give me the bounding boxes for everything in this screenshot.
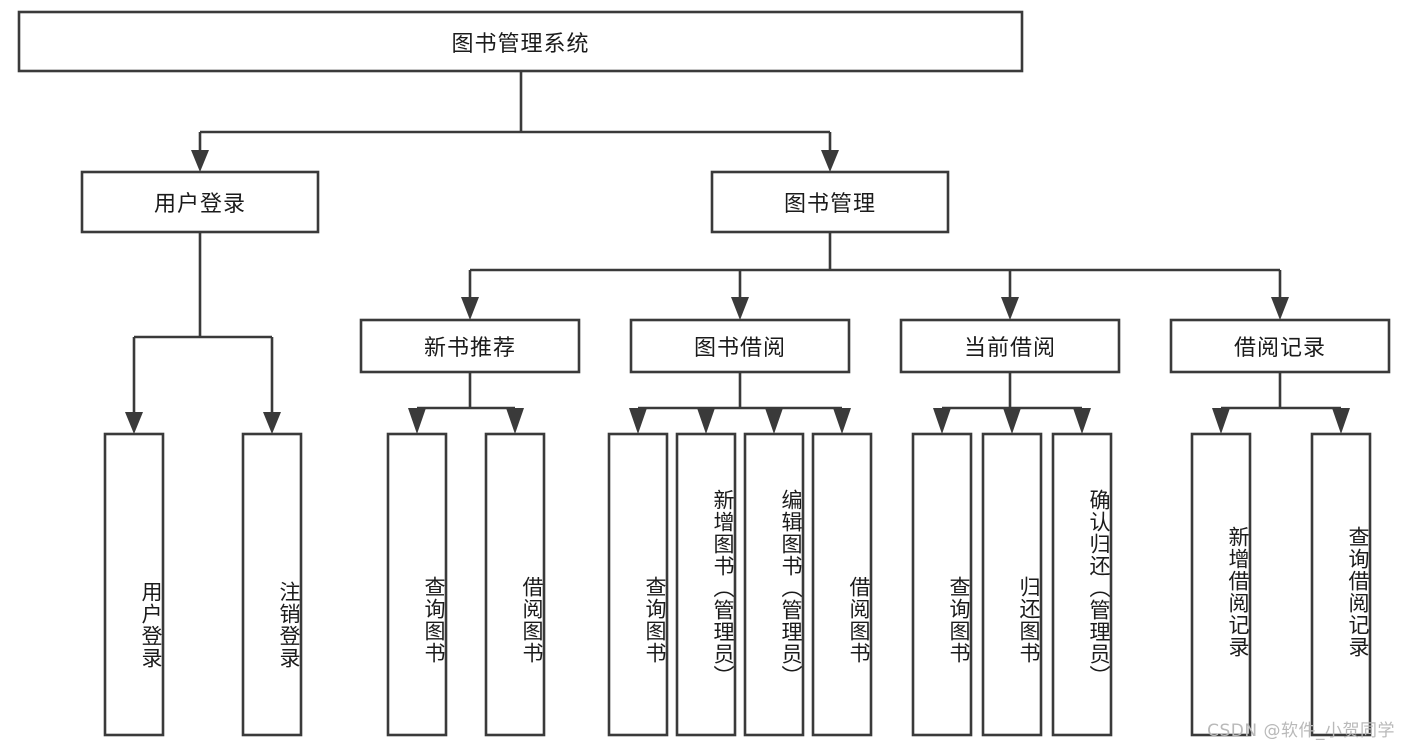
- arrow-head-icon: [461, 297, 479, 320]
- leaf-box[interactable]: [1310, 432, 1372, 737]
- leaf-box[interactable]: [1190, 432, 1252, 737]
- arrow-head-icon: [1271, 297, 1289, 320]
- arrow-head-icon: [125, 412, 143, 434]
- arrow-head-icon: [765, 408, 783, 434]
- arrow-head-icon: [731, 297, 749, 320]
- leaf-box[interactable]: [484, 432, 546, 737]
- leaf-box[interactable]: [811, 432, 873, 737]
- leaf-box[interactable]: [386, 432, 448, 737]
- arrow-head-icon: [629, 408, 647, 434]
- arrow-head-icon: [833, 408, 851, 434]
- leaf-box[interactable]: [743, 432, 805, 737]
- arrow-head-icon: [506, 408, 524, 434]
- leaf-box[interactable]: [1051, 432, 1113, 737]
- node-user-login[interactable]: [80, 170, 320, 234]
- node-new-book-recommend[interactable]: [359, 318, 581, 374]
- leaf-box[interactable]: [241, 432, 303, 737]
- arrow-head-icon: [191, 150, 209, 172]
- node-root[interactable]: [17, 10, 1024, 73]
- arrow-head-icon: [1003, 408, 1021, 434]
- leaf-box[interactable]: [607, 432, 669, 737]
- node-book-borrow[interactable]: [629, 318, 851, 374]
- arrow-head-icon: [1073, 408, 1091, 434]
- node-borrow-records[interactable]: [1169, 318, 1391, 374]
- arrow-head-icon: [933, 408, 951, 434]
- arrow-head-icon: [263, 412, 281, 434]
- boxes-layer: [17, 10, 1391, 737]
- arrow-head-icon: [697, 408, 715, 434]
- node-book-management[interactable]: [710, 170, 950, 234]
- arrow-head-icon: [1001, 297, 1019, 320]
- leaf-box[interactable]: [103, 432, 165, 737]
- arrow-head-icon: [1332, 408, 1350, 434]
- arrow-head-icon: [821, 150, 839, 172]
- watermark-text: CSDN @软件_小贺同学: [1207, 721, 1395, 741]
- arrow-head-icon: [1212, 408, 1230, 434]
- arrow-head-icon: [408, 408, 426, 434]
- leaf-box[interactable]: [911, 432, 973, 737]
- connectors-layer: [125, 71, 1350, 434]
- leaf-box[interactable]: [675, 432, 737, 737]
- leaf-box[interactable]: [981, 432, 1043, 737]
- node-current-borrow[interactable]: [899, 318, 1121, 374]
